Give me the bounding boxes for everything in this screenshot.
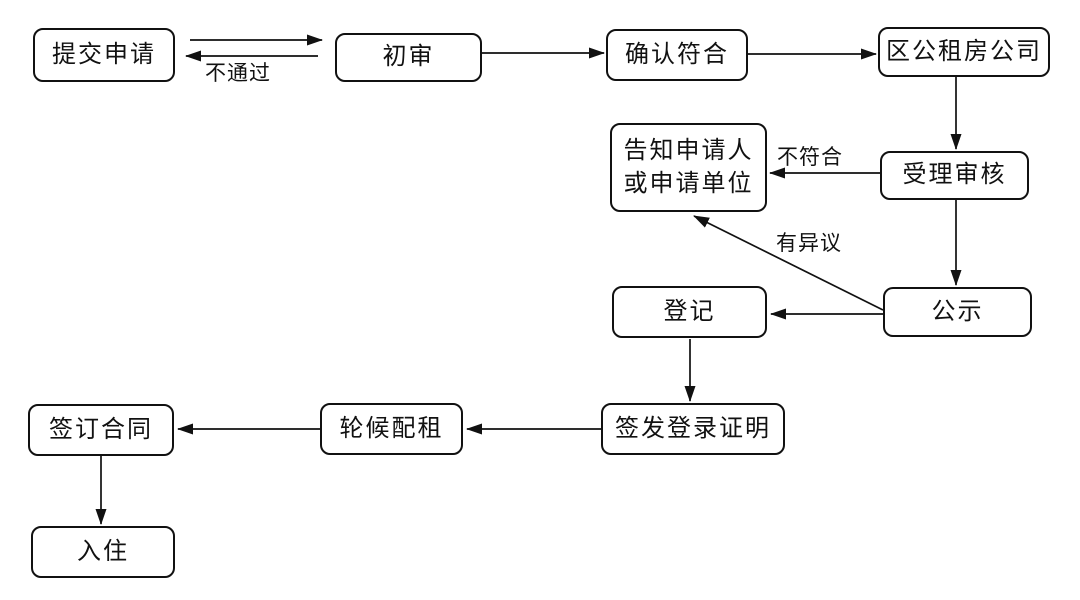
node-registration: 登记	[612, 286, 767, 338]
arrow-announcement-to-notify-objection	[693, 215, 884, 311]
edge-label-not-passed: 不通过	[205, 61, 271, 85]
node-waitlist-allocation: 轮候配租	[320, 403, 463, 455]
node-notify-applicant: 告知申请人 或申请单位	[610, 123, 767, 212]
node-district-public-housing-company: 区公租房公司	[878, 27, 1050, 77]
node-issue-registration-certificate: 签发登录证明	[601, 403, 785, 455]
node-submit-application: 提交申请	[33, 28, 175, 82]
node-initial-review: 初审	[335, 33, 482, 82]
edge-label-objection: 有异议	[776, 231, 842, 255]
node-public-announcement: 公示	[883, 287, 1032, 337]
node-sign-contract: 签订合同	[28, 404, 174, 456]
edge-label-not-compliant: 不符合	[777, 145, 843, 169]
node-move-in: 入住	[31, 526, 175, 578]
node-confirm-compliance: 确认符合	[606, 29, 748, 81]
node-acceptance-review: 受理审核	[880, 151, 1029, 200]
